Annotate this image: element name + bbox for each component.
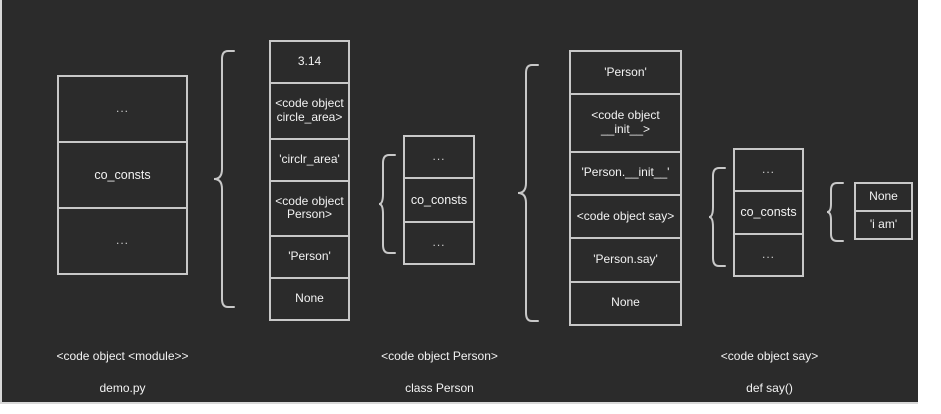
diagram-canvas: ... co_consts ... 3.14 <code object circ… (0, 0, 918, 404)
person-subcaption: class Person (405, 381, 474, 395)
person-code-object-box: ... co_consts ... (403, 135, 475, 265)
person-const-1: <code object __init__> (571, 95, 680, 153)
module-co-consts-column: 3.14 <code object circle_area> 'circlr_a… (269, 40, 350, 321)
module-box-co-consts-cell: co_consts (59, 143, 186, 210)
module-const-0: 3.14 (271, 42, 348, 84)
person-box-co-consts-cell: co_consts (405, 179, 473, 223)
say-subcaption: def say() (746, 381, 793, 395)
module-caption: <code object <module>> (56, 349, 189, 363)
say-caption: <code object say> (720, 349, 819, 363)
say-box-top-cell: ... (735, 150, 802, 193)
say-code-object-box: ... co_consts ... (733, 148, 804, 277)
say-const-1: 'i am' (869, 217, 898, 232)
person-const-5: None (611, 295, 640, 310)
module-box-bottom-cell: ... (115, 233, 129, 248)
say-box-co-consts-cell: co_consts (735, 192, 802, 235)
module-const-5: None (295, 291, 324, 306)
module-const-1: <code object circle_area> (271, 84, 348, 140)
person-box-bottom-cell: ... (432, 234, 446, 249)
person-co-consts-column: 'Person' <code object __init__> 'Person.… (569, 50, 682, 326)
person-const-2: 'Person.__init__' (571, 153, 680, 196)
person-box-brace (378, 152, 398, 256)
module-const-4: 'Person' (271, 237, 348, 280)
module-code-object-box: ... co_consts ... (57, 75, 188, 275)
person-caption: <code object Person> (381, 349, 498, 363)
module-const-2: 'circlr_area' (271, 140, 348, 182)
person-const-4: 'Person.say' (571, 239, 680, 283)
person-consts-brace (514, 62, 542, 324)
module-const-3: <code object Person> (271, 182, 348, 238)
person-box-top-cell: ... (405, 137, 473, 180)
person-const-0: 'Person' (571, 52, 680, 96)
say-box-brace (708, 165, 728, 269)
module-box-top-cell: ... (59, 77, 186, 143)
say-box-bottom-cell: ... (761, 247, 775, 262)
module-consts-brace (210, 48, 238, 310)
person-const-3: <code object say> (571, 196, 680, 240)
say-co-consts-column: None 'i am' (854, 182, 913, 240)
say-consts-brace (826, 180, 846, 244)
module-subcaption: demo.py (99, 381, 146, 395)
say-const-0: None (856, 184, 911, 212)
